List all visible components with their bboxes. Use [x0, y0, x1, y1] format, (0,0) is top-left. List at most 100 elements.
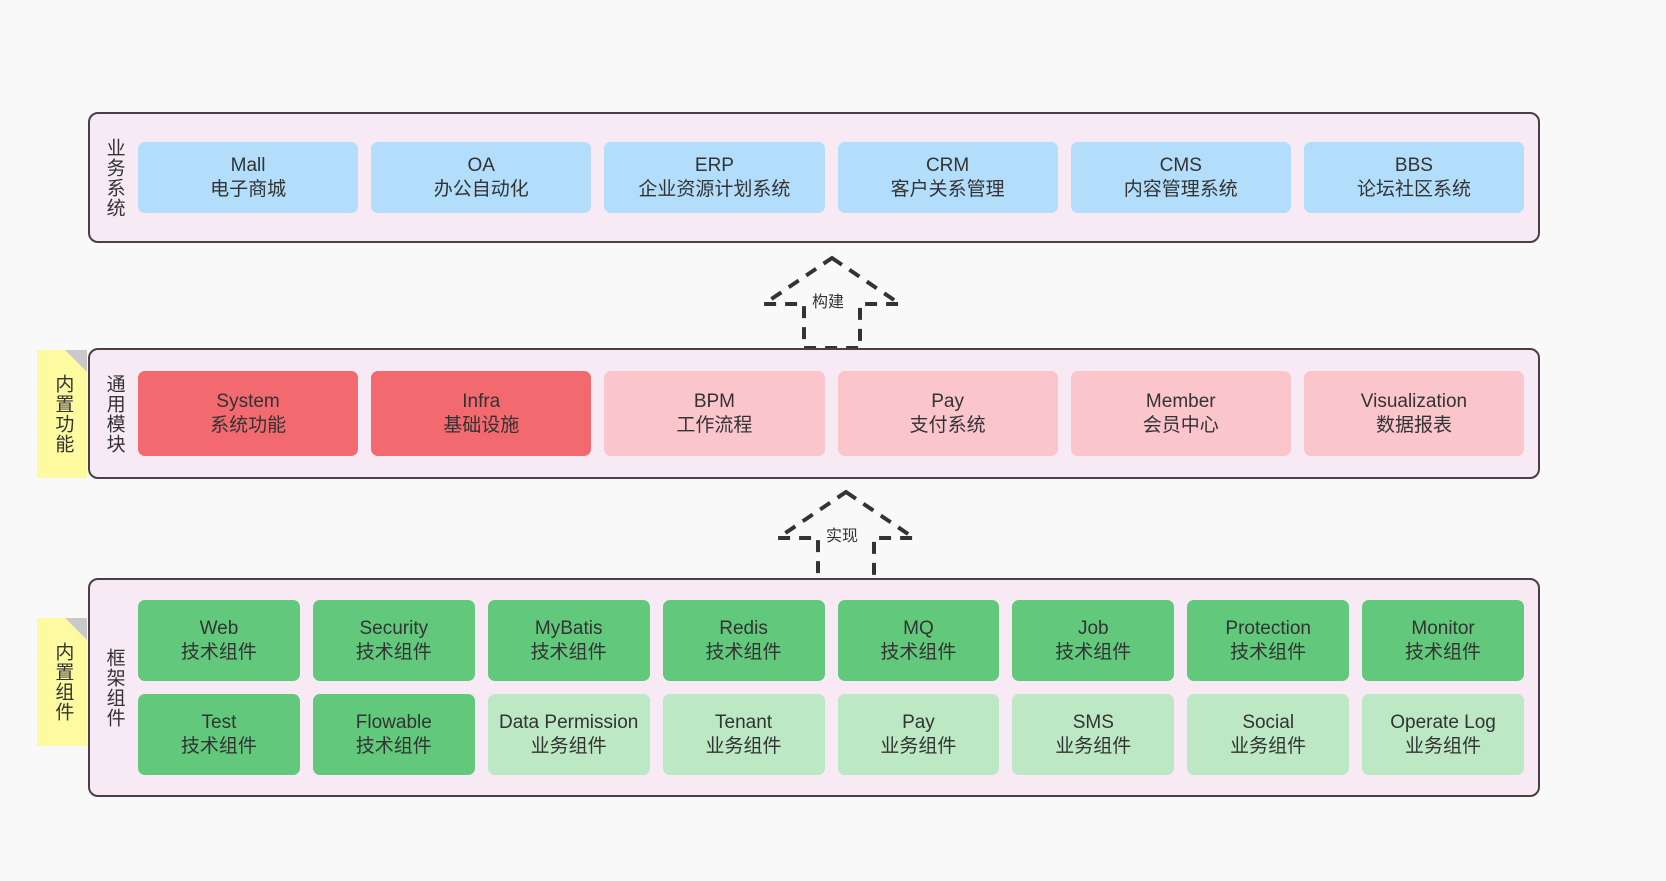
card-protection-subtitle: 技术组件: [1230, 641, 1307, 663]
layer-body-common: System 系统功能 Infra 基础设施 BPM 工作流程 Pay 支付系统…: [138, 350, 1538, 477]
card-security-subtitle: 技术组件: [355, 641, 432, 663]
card-redis-subtitle: 技术组件: [705, 641, 782, 663]
card-operate-log-subtitle: 业务组件: [1405, 735, 1482, 757]
note-fold-corner-icon: [65, 618, 87, 640]
card-oa[interactable]: OA 办公自动化: [371, 142, 592, 213]
connector-build-label: 构建: [812, 294, 845, 311]
card-operate-log[interactable]: Operate Log 业务组件: [1362, 694, 1524, 775]
card-visualization[interactable]: Visualization 数据报表: [1303, 371, 1525, 456]
card-infra[interactable]: Infra 基础设施: [371, 371, 592, 456]
card-erp-title: ERP: [694, 154, 734, 176]
card-system-subtitle: 系统功能: [210, 414, 287, 436]
connector-build: 构建: [752, 255, 912, 350]
card-member-title: Member: [1145, 390, 1216, 412]
card-system[interactable]: System 系统功能: [138, 371, 359, 456]
card-job[interactable]: Job 技术组件: [1012, 600, 1175, 681]
card-social-title: Social: [1242, 711, 1295, 733]
card-visualization-title: Visualization: [1360, 390, 1468, 412]
card-pay-module[interactable]: Pay 支付系统: [837, 371, 1058, 456]
card-bpm[interactable]: BPM 工作流程: [604, 371, 825, 456]
card-oa-title: OA: [467, 154, 495, 176]
card-operate-log-title: Operate Log: [1390, 711, 1496, 733]
card-crm-subtitle: 客户关系管理: [890, 178, 1005, 200]
card-member-subtitle: 会员中心: [1142, 414, 1219, 436]
card-mall-title: Mall: [230, 154, 266, 176]
card-test[interactable]: Test 技术组件: [138, 694, 300, 775]
card-sms-title: SMS: [1072, 711, 1114, 733]
card-bpm-subtitle: 工作流程: [676, 414, 753, 436]
layer-title-framework: 框架组件: [103, 647, 125, 728]
card-redis[interactable]: Redis 技术组件: [662, 600, 825, 681]
card-monitor-subtitle: 技术组件: [1405, 641, 1482, 663]
note-builtin-functions-label: 内置功能: [52, 374, 74, 454]
card-flowable[interactable]: Flowable 技术组件: [312, 694, 475, 775]
card-erp-subtitle: 企业资源计划系统: [638, 178, 791, 200]
card-infra-subtitle: 基础设施: [443, 414, 520, 436]
card-mybatis[interactable]: MyBatis 技术组件: [487, 600, 650, 681]
common-card-row: System 系统功能 Infra 基础设施 BPM 工作流程 Pay 支付系统…: [138, 371, 1525, 456]
layer-body-business: Mall 电子商城 OA 办公自动化 ERP 企业资源计划系统 CRM 客户关系…: [138, 114, 1538, 241]
card-pay-component-title: Pay: [902, 711, 935, 733]
card-member[interactable]: Member 会员中心: [1070, 371, 1291, 456]
layer-framework-components: 框架组件 Web 技术组件 Security 技术组件 MyBatis 技术组件: [88, 578, 1540, 797]
layer-body-framework: Web 技术组件 Security 技术组件 MyBatis 技术组件 Redi…: [138, 580, 1538, 795]
card-erp[interactable]: ERP 企业资源计划系统: [604, 142, 825, 213]
card-protection-title: Protection: [1225, 617, 1311, 639]
card-social[interactable]: Social 业务组件: [1187, 694, 1350, 775]
card-mall-subtitle: 电子商城: [210, 178, 287, 200]
connector-implement: 实现: [766, 489, 926, 584]
note-fold-corner-icon: [65, 350, 87, 372]
card-sms[interactable]: SMS 业务组件: [1012, 694, 1175, 775]
card-mq-subtitle: 技术组件: [880, 641, 957, 663]
business-card-row: Mall 电子商城 OA 办公自动化 ERP 企业资源计划系统 CRM 客户关系…: [138, 142, 1525, 213]
card-bpm-title: BPM: [693, 390, 736, 412]
card-flowable-subtitle: 技术组件: [355, 735, 432, 757]
card-data-permission-subtitle: 业务组件: [530, 735, 607, 757]
card-crm[interactable]: CRM 客户关系管理: [837, 142, 1058, 213]
card-cms-title: CMS: [1159, 154, 1202, 176]
card-security-title: Security: [359, 617, 429, 639]
card-pay-module-subtitle: 支付系统: [909, 414, 986, 436]
layer-title-common: 通用模块: [103, 373, 125, 454]
card-mq-title: MQ: [903, 617, 934, 639]
note-builtin-functions: 内置功能: [37, 350, 87, 478]
card-web[interactable]: Web 技术组件: [138, 600, 300, 681]
card-bbs-subtitle: 论坛社区系统: [1356, 178, 1471, 200]
card-test-title: Test: [201, 711, 237, 733]
card-web-title: Web: [199, 617, 239, 639]
card-bbs-title: BBS: [1394, 154, 1433, 176]
layer-business-systems: 业务系统 Mall 电子商城 OA 办公自动化 ERP 企业资源计划系统 CRM: [88, 112, 1540, 243]
card-tenant[interactable]: Tenant 业务组件: [662, 694, 825, 775]
card-redis-title: Redis: [719, 617, 768, 639]
card-sms-subtitle: 业务组件: [1055, 735, 1132, 757]
card-security[interactable]: Security 技术组件: [312, 600, 475, 681]
connector-implement-label: 实现: [826, 528, 859, 545]
card-crm-title: CRM: [925, 154, 970, 176]
card-pay-component-subtitle: 业务组件: [880, 735, 957, 757]
card-pay-module-title: Pay: [931, 390, 964, 412]
card-pay-component[interactable]: Pay 业务组件: [837, 694, 1000, 775]
card-cms-subtitle: 内容管理系统: [1123, 178, 1238, 200]
card-tenant-subtitle: 业务组件: [705, 735, 782, 757]
card-job-subtitle: 技术组件: [1055, 641, 1132, 663]
framework-card-grid: Web 技术组件 Security 技术组件 MyBatis 技术组件 Redi…: [138, 600, 1524, 775]
card-flowable-title: Flowable: [355, 711, 432, 733]
card-data-permission-title: Data Permission: [498, 711, 639, 733]
card-job-title: Job: [1077, 617, 1109, 639]
layer-title-business: 业务系统: [103, 137, 125, 218]
card-protection[interactable]: Protection 技术组件: [1187, 600, 1350, 681]
card-infra-title: Infra: [462, 390, 501, 412]
card-system-title: System: [216, 390, 280, 412]
card-mall[interactable]: Mall 电子商城: [138, 142, 359, 213]
card-mq[interactable]: MQ 技术组件: [837, 600, 1000, 681]
card-data-permission[interactable]: Data Permission 业务组件: [487, 694, 650, 775]
card-bbs[interactable]: BBS 论坛社区系统: [1303, 142, 1525, 213]
card-monitor-title: Monitor: [1411, 617, 1475, 639]
card-web-subtitle: 技术组件: [180, 641, 257, 663]
card-cms[interactable]: CMS 内容管理系统: [1070, 142, 1291, 213]
layer-common-modules: 通用模块 System 系统功能 Infra 基础设施 BPM 工作流程 Pay: [88, 348, 1540, 479]
card-visualization-subtitle: 数据报表: [1375, 414, 1452, 436]
card-monitor[interactable]: Monitor 技术组件: [1362, 600, 1524, 681]
card-mybatis-title: MyBatis: [534, 617, 603, 639]
